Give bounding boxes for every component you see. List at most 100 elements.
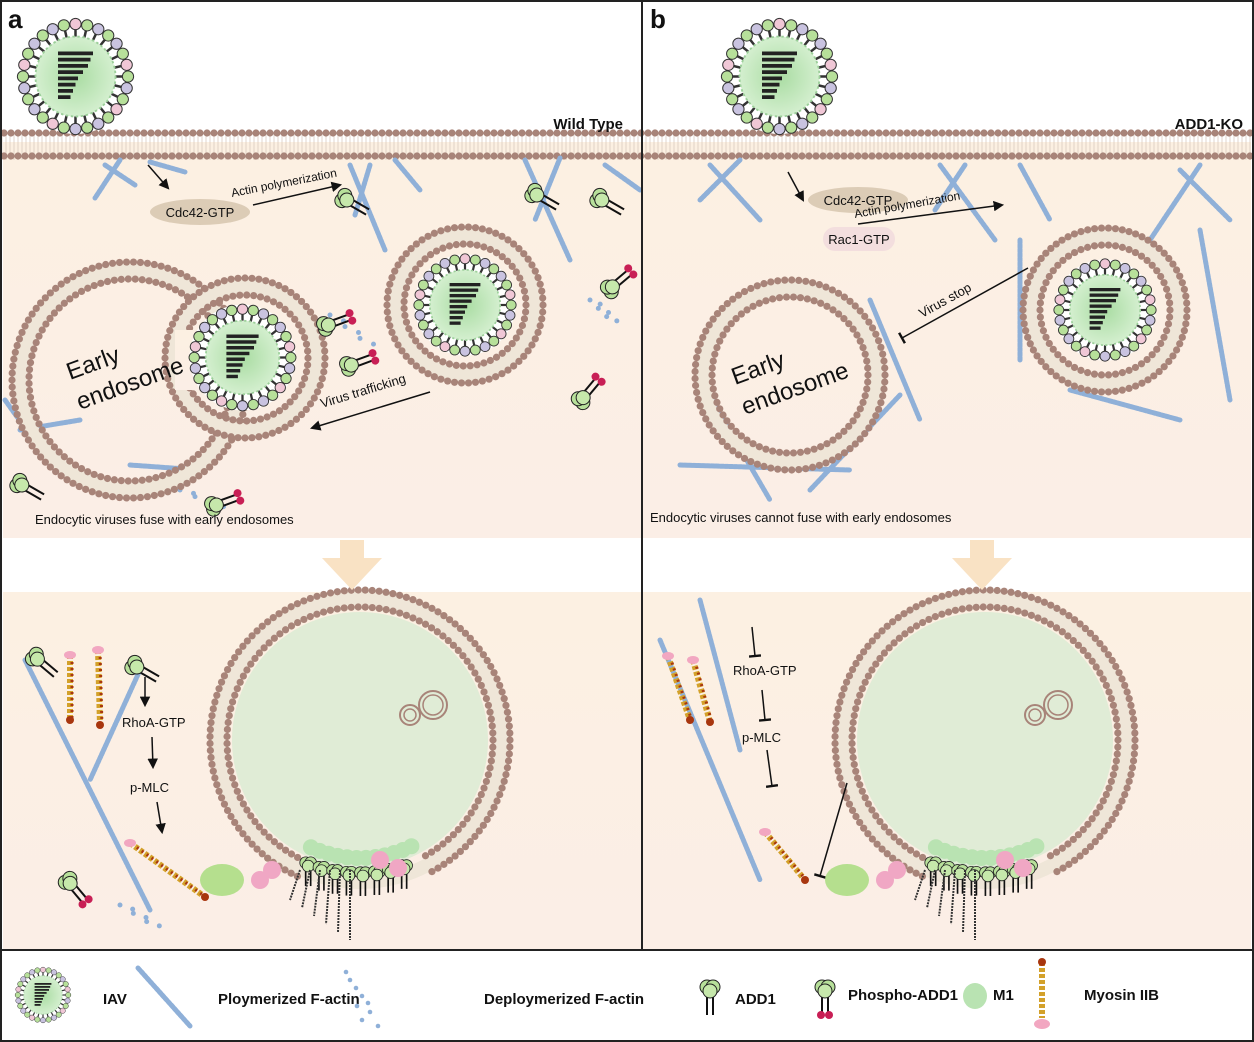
lipid-head [418,236,426,244]
lipid-head [140,152,148,160]
lipid-head [1071,129,1079,137]
lipid-head [108,493,117,501]
lipid-head [1125,366,1133,374]
lipid-head [462,152,470,160]
cp-pill [263,861,281,879]
lipid-head [850,760,858,769]
lipid-head [189,476,197,484]
lipid-head [966,129,974,137]
lipid-head [1165,357,1173,366]
legend-m1-icon [963,983,987,1009]
lipid-head [266,152,274,160]
lipid-head [25,365,34,374]
lipid-head [389,590,397,598]
lipid-head [1084,243,1092,251]
lipid-head [868,666,876,674]
lipid-head [849,417,857,425]
lipid-head [196,152,204,160]
lipid-head [723,325,731,333]
lipid-head [856,781,864,789]
lipid-head [1109,771,1117,779]
actin-filaments [2,155,1233,929]
lipid-head [503,708,512,716]
lipid-head [861,152,869,160]
lipid-head [281,606,289,614]
lipid-head [416,342,424,350]
lipid-head [70,152,78,160]
lipid-head [1239,152,1247,160]
lipid-head [711,350,719,358]
lipid-head [340,604,348,612]
lipid-head [880,823,888,831]
lipid-head [737,432,745,440]
transition-arrow-a [322,540,382,590]
lipid-head [506,743,514,751]
lipid-head [295,321,303,329]
vrnp-segment [337,869,341,933]
lipid-head [463,815,471,823]
lipid-head [672,129,680,137]
lipid-head [84,468,92,476]
lipid-head [734,451,743,459]
lipid-head [894,614,902,622]
lipid-head [220,431,228,439]
myosin-iib [95,649,103,726]
lipid-head [1049,267,1057,275]
lipid-head [1085,129,1093,137]
lipid-head [211,458,219,466]
lipid-head [802,277,810,285]
lipid-head [235,824,243,832]
lipid-head [57,472,65,480]
lipid-head [487,809,495,818]
lipid-head [258,850,266,858]
lipid-head [463,657,471,665]
lipid-head [789,293,798,301]
lipid-head [1104,241,1113,249]
lipid-head [723,300,731,308]
lipid-head [803,447,811,455]
lipid-head [492,249,501,257]
lipid-head [1131,729,1139,737]
lipid-head [8,369,16,377]
lipid-head [231,152,239,160]
lipid-head [484,701,492,709]
lipid-head [306,594,314,603]
lipid-head [195,288,203,297]
lipid-head [938,610,946,618]
lipid-head [401,290,409,299]
lipid-head [510,240,518,248]
lipid-head [1111,225,1120,233]
lipid-head [770,152,778,160]
lipid-head [252,152,260,160]
lipid-head [145,475,153,483]
lipid-head [918,853,927,862]
lipid-head [860,824,868,832]
lipid-head [489,729,497,737]
lipid-head [848,725,857,734]
lipid-head [41,458,49,466]
lipid-head [475,645,483,653]
lipid-head [1064,379,1072,387]
lipid-head [845,320,853,328]
lipid-head [306,613,314,621]
lipid-head [876,654,884,663]
lipid-head [183,273,191,281]
lipid-head [247,812,255,820]
lipid-head [182,152,190,160]
lipid-head [405,277,413,285]
lipid-head [1172,266,1181,274]
lipid-head [286,398,294,406]
lipid-head [856,405,864,413]
lipid-head [879,350,887,358]
lipid-head [1148,351,1156,359]
lipid-head [723,417,731,425]
lipid-head [760,280,768,288]
lipid-head [253,627,261,635]
myosin-iib [665,655,693,721]
lipid-head [46,314,54,322]
lipid-head [180,405,188,414]
legend-deactin-dot [367,1009,373,1015]
lipid-head [691,360,700,369]
lipid-head [1127,152,1135,160]
